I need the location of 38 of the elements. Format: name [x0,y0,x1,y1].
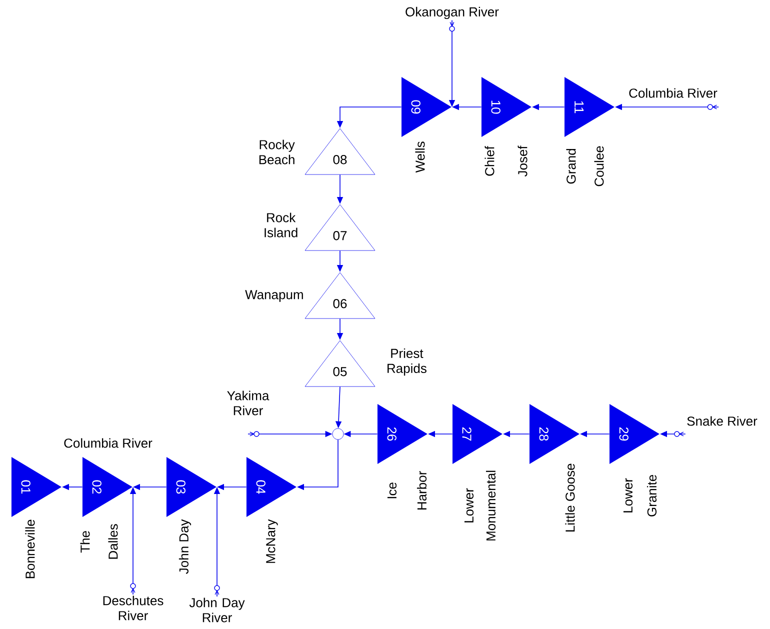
river-label: Okanogan River [406,6,499,20]
dam-triangle: 01 [11,457,62,517]
river-label: Deschutes River [103,596,164,620]
dam-name: The Dalles [80,524,118,559]
river-label: John Day River [189,598,245,622]
dam-triangle: 11 [564,77,614,137]
dam-triangle: 05 [304,340,376,387]
dam-triangle: 26 [377,404,428,464]
dam-triangle: 06 [304,272,376,319]
dam-name: Rock Island [264,212,298,238]
river-label: Columbia River [629,88,718,98]
dam-name: Rocky Beach [259,140,295,164]
dam-name: Wanapum [245,290,303,302]
dam-triangle: 29 [609,404,660,464]
dam-triangle: 02 [82,457,132,517]
dam-name: Little Goose [565,464,575,532]
dam-name: Bonneville [25,520,35,578]
dam-triangle: 27 [452,404,502,464]
dam-triangle: 08 [304,128,376,175]
dam-triangle: 07 [304,204,376,251]
dam-triangle: 28 [530,404,580,464]
dam-triangle: 10 [481,77,532,137]
dam-name: Chief Josef [484,146,528,177]
dam-triangle: 09 [401,77,452,137]
dam-name: McNary [266,519,278,563]
river-label: Yakima River [227,390,270,416]
dam-name: Lower Granite [623,474,657,516]
dam-triangle: 04 [246,457,296,517]
dam-name: Priest Rapids [388,348,426,376]
dam-name: Ice Harbor [387,471,427,510]
river-label: Columbia River [64,438,152,448]
river-label: Snake River [687,416,758,426]
dam-name: Lower Monumental [464,470,496,540]
dam-name: Grand Coulee [566,146,604,186]
junction-circle [332,428,344,440]
dam-name: John Day [178,519,192,574]
dam-name: Wells [415,142,425,173]
dam-triangle: 03 [166,457,216,517]
